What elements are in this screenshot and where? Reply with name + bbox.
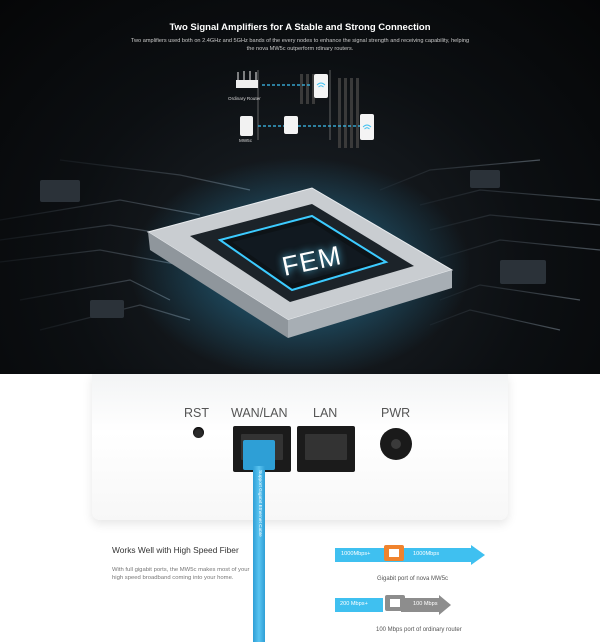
ordinary-throughput-arrow: 200 Mbps+ 100 Mbps bbox=[335, 595, 451, 615]
ports-section: RST WAN/LAN LAN PWR bbox=[0, 374, 600, 642]
pwr-label: PWR bbox=[381, 406, 411, 420]
feature-description: With full gigabit ports, the MW5c makes … bbox=[112, 567, 250, 582]
gigabit-input-speed: 1000Mbps+ bbox=[341, 551, 371, 557]
ordinary-caption: 100 Mbps port of ordinary router bbox=[376, 627, 462, 633]
ordinary-router-label: Ordinary Router bbox=[228, 96, 261, 101]
amplifier-title: Two Signal Amplifiers for A Stable and S… bbox=[169, 22, 431, 33]
wan-lan-label: WAN/LAN bbox=[231, 406, 288, 420]
cable-text: Support Gigabit Ethernet Cable bbox=[257, 470, 262, 537]
reset-button bbox=[193, 427, 204, 438]
gigabit-throughput-arrow: 1000Mbps+ 1000Mbps bbox=[335, 545, 485, 565]
signal-comparison-diagram bbox=[236, 70, 374, 148]
power-port bbox=[380, 428, 412, 460]
lan-port bbox=[297, 426, 355, 472]
ordinary-output-speed: 100 Mbps bbox=[413, 601, 438, 607]
gigabit-output-speed: 1000Mbps bbox=[413, 551, 440, 557]
mw5c-label: MW5c bbox=[239, 138, 253, 143]
feature-title: Works Well with High Speed Fiber bbox=[112, 545, 239, 555]
amplifier-description: Two amplifiers used both on 2.4GHz and 5… bbox=[130, 38, 470, 52]
lan-label: LAN bbox=[313, 406, 338, 420]
ethernet-plug bbox=[243, 440, 275, 470]
rst-label: RST bbox=[184, 406, 209, 420]
gigabit-caption: Gigabit port of nova MW5c bbox=[377, 576, 449, 582]
router-device: RST WAN/LAN LAN PWR bbox=[92, 374, 508, 520]
amplifier-section: Two Signal Amplifiers for A Stable and S… bbox=[0, 0, 600, 374]
ordinary-input-speed: 200 Mbps+ bbox=[340, 601, 368, 607]
ordinary-port-icon bbox=[385, 595, 405, 611]
gigabit-port-icon bbox=[384, 545, 404, 561]
ethernet-cable bbox=[253, 466, 265, 642]
circuit-board-graphic bbox=[0, 70, 600, 374]
